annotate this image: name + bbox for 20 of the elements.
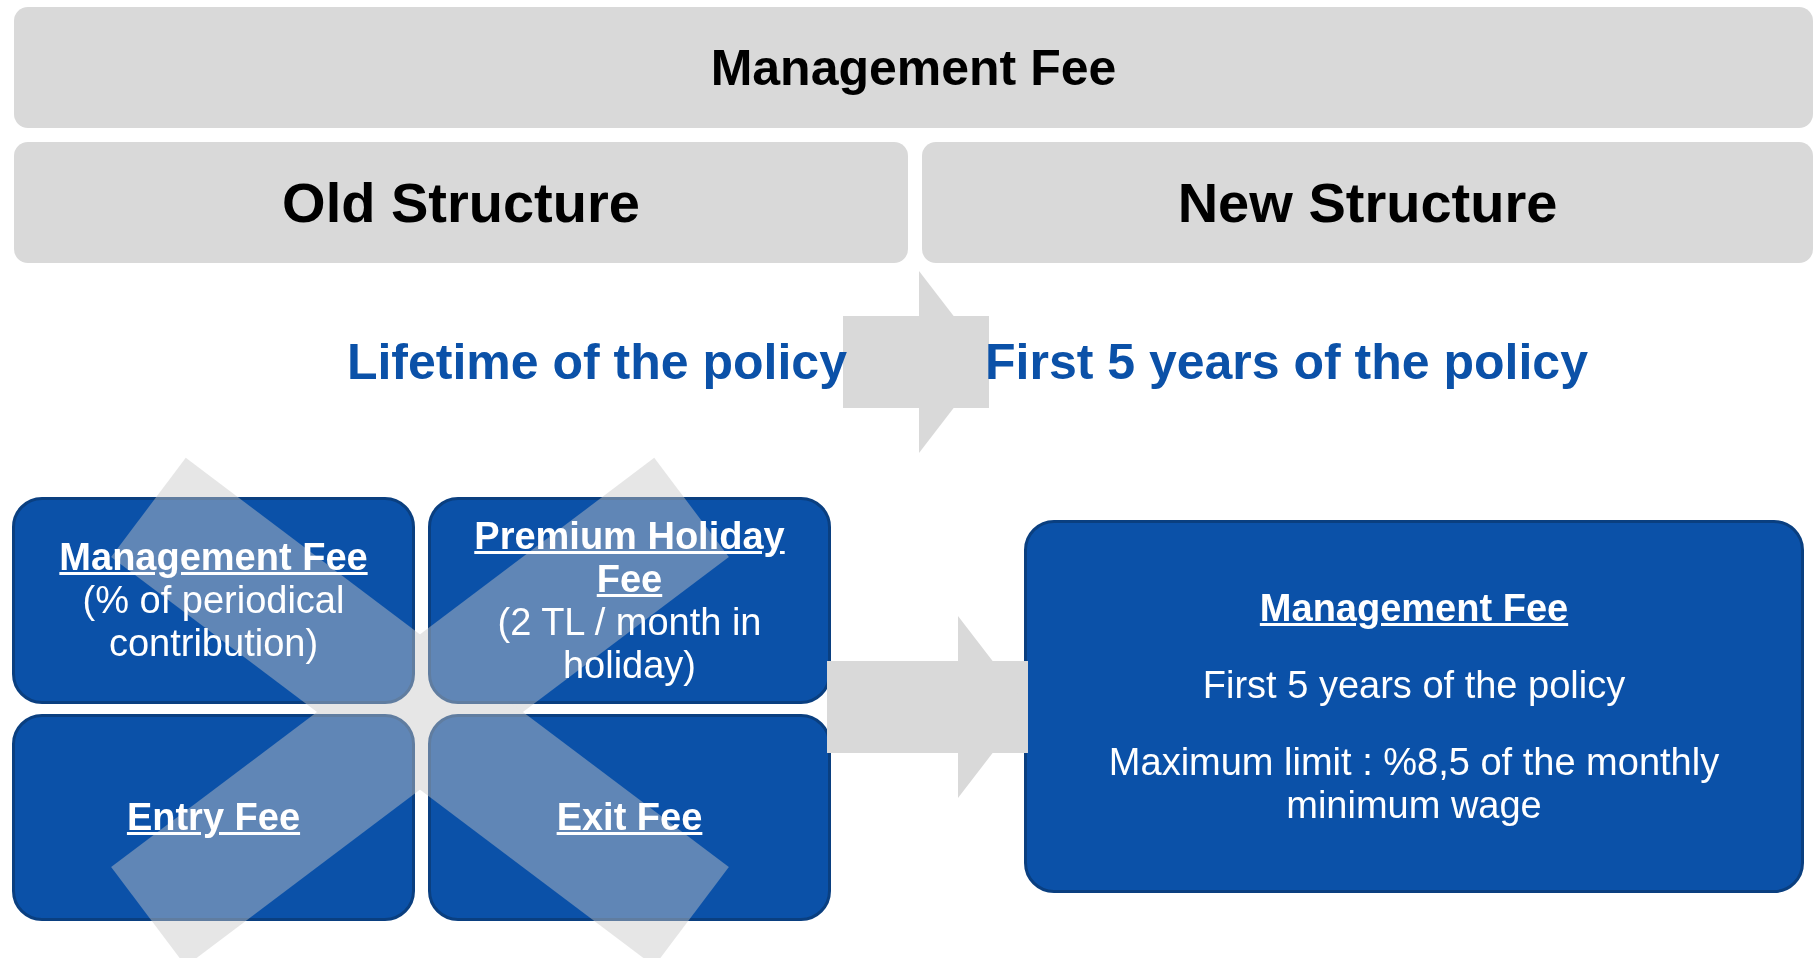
fee-box — [428, 497, 831, 704]
block-arrow — [843, 271, 989, 453]
header-band: New Structure — [922, 142, 1813, 263]
period-text: Lifetime of the policy — [346, 320, 847, 404]
fee-box — [12, 714, 415, 921]
fee-description: First 5 years of the policy — [1202, 663, 1626, 707]
fee-heading: Entry Fee — [126, 796, 301, 839]
fee-box — [12, 497, 415, 704]
header-band: Management Fee — [14, 7, 1813, 128]
fee-heading: Management Fee — [59, 536, 368, 579]
fee-description: (% of periodical contribution) — [81, 579, 346, 665]
period-text: First 5 years of the policy — [985, 320, 1588, 404]
fee-box — [1024, 520, 1804, 893]
fee-heading: Premium Holiday Fee — [473, 514, 786, 601]
header-band: Old Structure — [14, 142, 908, 263]
fee-heading: Exit Fee — [556, 796, 703, 839]
fee-description: Maximum limit : %8,5 of the monthly minimum wage — [1107, 740, 1721, 827]
fee-description: (2 TL / month in holiday) — [496, 600, 763, 687]
fee-heading: Management Fee — [1259, 586, 1569, 630]
fee-box — [428, 714, 831, 921]
